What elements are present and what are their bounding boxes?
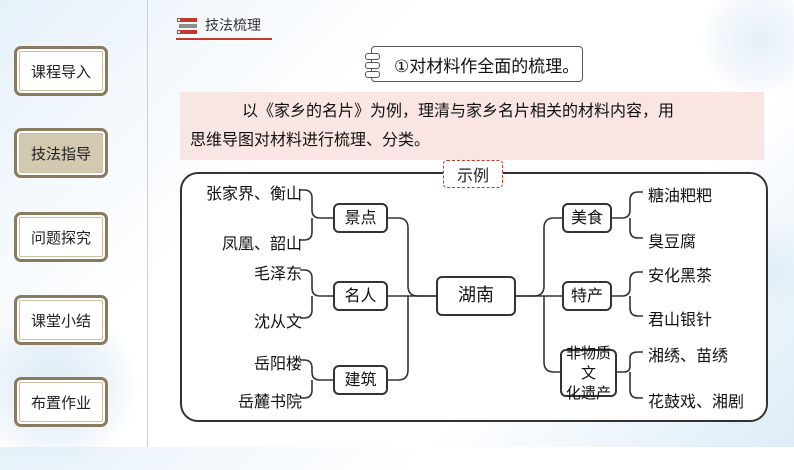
binder-ring-icon [365, 71, 380, 78]
mindmap-leaf: 君山银针 [648, 310, 713, 329]
mindmap-connectors [300, 189, 643, 399]
mindmap-branch-food: 美食 [562, 203, 612, 233]
nav-button-technique-guide[interactable]: 技法指导 [14, 128, 108, 178]
mindmap-leaf: 沈从文 [253, 312, 302, 331]
mindmap-center-node: 湖南 [436, 276, 516, 316]
nav-button-lesson-intro[interactable]: 课程导入 [14, 46, 108, 96]
mindmap-branch-scenic: 景点 [333, 203, 388, 233]
mindmap-branch-intangible-heritage: 非物质文 化遗产 [560, 344, 617, 402]
section-title: 技法梳理 [205, 18, 261, 34]
mindmap-leaf: 糖油粑粑 [648, 186, 713, 205]
mindmap-leaf: 安化黑茶 [648, 266, 713, 285]
mindmap-leaf: 岳麓书院 [237, 392, 302, 411]
nav-button-class-summary[interactable]: 课堂小结 [14, 295, 108, 345]
mindmap-branch-architecture: 建筑 [333, 365, 388, 395]
mindmap-leaf: 凤凰、韶山 [221, 234, 302, 253]
branch-label-line: 非物质文 [565, 344, 611, 382]
description-box: 以《家乡的名片》为例，理清与家乡名片相关的材料内容，用 思维导图对材料进行梳理、… [180, 92, 764, 160]
mindmap-leaf: 湘绣、苗绣 [648, 346, 729, 365]
mindmap-leaf: 花鼓戏、湘剧 [648, 392, 745, 411]
step-label: ①对材料作全面的梳理。 [394, 56, 580, 77]
mindmap-leaf: 臭豆腐 [648, 232, 697, 251]
example-tag: 示例 [443, 160, 503, 188]
mindmap-leaf: 毛泽东 [253, 264, 302, 283]
divider-line [147, 0, 148, 447]
books-icon [177, 18, 197, 34]
branch-label-line: 化遗产 [565, 384, 611, 402]
nav-button-problem-inquiry[interactable]: 问题探究 [14, 212, 108, 262]
step-heading: ①对材料作全面的梳理。 [365, 46, 583, 82]
mindmap-leaf: 张家界、衡山 [205, 184, 302, 203]
section-underline [176, 38, 272, 40]
mindmap-branch-celebrities: 名人 [333, 281, 388, 311]
description-line: 思维导图对材料进行梳理、分类。 [190, 130, 431, 149]
binder-ring-icon [365, 62, 380, 69]
binder-ring-icon [365, 53, 380, 60]
description-line: 以《家乡的名片》为例，理清与家乡名片相关的材料内容，用 [242, 101, 675, 120]
mindmap-branch-specialties: 特产 [562, 281, 612, 311]
mindmap-leaf: 岳阳楼 [253, 354, 302, 373]
nav-button-homework[interactable]: 布置作业 [14, 377, 108, 427]
